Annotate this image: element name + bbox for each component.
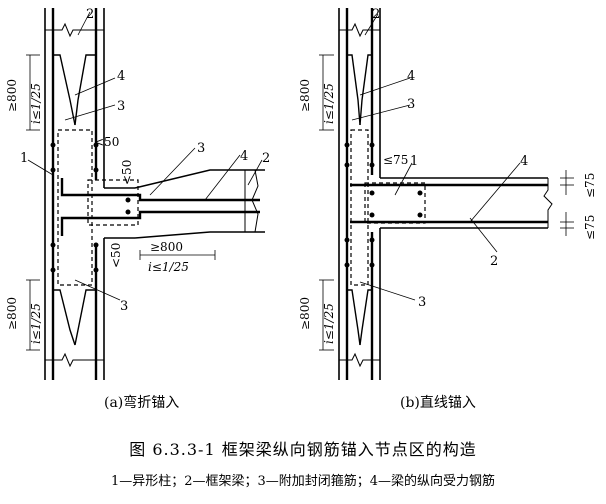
b-label-3-top: 3 xyxy=(407,97,415,112)
a-label-4-top: 4 xyxy=(117,69,125,84)
a-dim-slope-bot: i≤1/25 xyxy=(29,303,43,344)
a-dim-slope-beam: i≤1/25 xyxy=(148,260,189,274)
b-label-2-top: 2 xyxy=(372,7,380,22)
b-dim-ge800-top: ≥800 xyxy=(298,79,312,112)
a-label-3-mid: 3 xyxy=(197,141,205,156)
panel-a-drawing xyxy=(26,8,265,380)
panel-a-subtitle: (a)弯折锚入 xyxy=(104,395,180,411)
b-dim-ge800-bot: ≥800 xyxy=(298,297,312,330)
b-label-2-beam: 2 xyxy=(490,254,498,269)
a-label-1: 1 xyxy=(20,151,28,166)
b-label-3-bot: 3 xyxy=(418,295,426,310)
a-dim-ge800-beam: ≥800 xyxy=(150,240,183,254)
panel-b-subtitle: (b)直线锚入 xyxy=(400,395,476,411)
figure-legend: 1—异形柱；2—框架梁；3—附加封闭箍筋；4—梁的纵向受力钢筋 xyxy=(110,474,496,489)
b-label-le75: ≤75 xyxy=(383,153,408,167)
figure-caption: 图 6.3.3-1 框架梁纵向钢筋锚入节点区的构造 xyxy=(129,440,477,459)
b-label-1: 1 xyxy=(410,154,418,169)
a-label-lt50-bot: <50 xyxy=(109,243,123,268)
a-label-3-top: 3 xyxy=(117,99,125,114)
a-label-3-bot: 3 xyxy=(120,299,128,314)
a-label-2-top: 2 xyxy=(86,7,94,22)
a-dim-ge800-bot: ≥800 xyxy=(5,297,19,330)
b-dim-le75-right-2: ≤75 xyxy=(583,215,597,240)
a-label-lt50-top: <50 xyxy=(94,135,119,149)
a-dim-ge800-top: ≥800 xyxy=(5,79,19,112)
a-label-2-right: 2 xyxy=(262,151,270,166)
a-label-lt50-vert: <50 xyxy=(120,160,134,185)
panel-b-drawing xyxy=(319,8,574,380)
a-label-4-mid: 4 xyxy=(240,149,248,164)
b-dim-slope-top: i≤1/25 xyxy=(322,83,336,124)
a-dim-slope-top: i≤1/25 xyxy=(29,83,43,124)
b-dim-le75-right-1: ≤75 xyxy=(583,173,597,198)
b-label-4-top: 4 xyxy=(407,69,415,84)
b-dim-slope-bot: i≤1/25 xyxy=(322,303,336,344)
b-label-4-right: 4 xyxy=(520,154,528,169)
